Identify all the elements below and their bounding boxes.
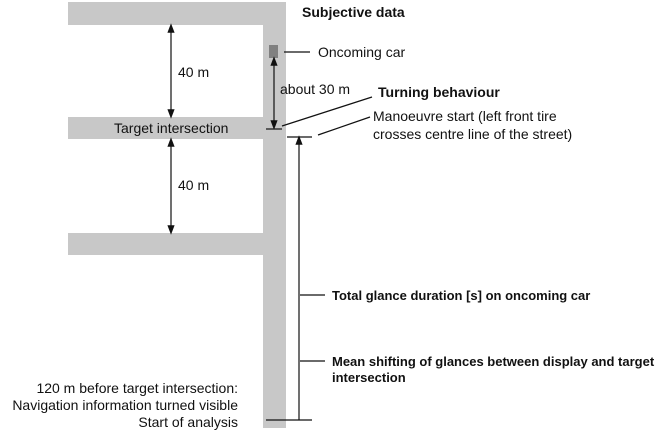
label-mean-shift-2: intersection: [332, 370, 406, 385]
road-target-intersection: [68, 117, 263, 139]
road-main: [263, 2, 286, 428]
label-manoeuvre-1: Manoeuvre start (left front tire: [373, 108, 557, 124]
start-line-3: Start of analysis: [138, 414, 238, 430]
label-manoeuvre-2: crosses centre line of the street): [373, 126, 573, 142]
label-about-30m: about 30 m: [280, 81, 351, 97]
start-line-2: Navigation information turned visible: [12, 397, 238, 413]
label-40m-bottom: 40 m: [178, 177, 210, 193]
title: Subjective data: [302, 4, 405, 20]
road-lower: [68, 233, 263, 255]
label-40m-top: 40 m: [178, 64, 210, 80]
label-total-glance: Total glance duration [s] on oncoming ca…: [332, 288, 591, 303]
label-start-analysis: 120 m before target intersection: Naviga…: [12, 380, 238, 431]
label-target-intersection: Target intersection: [114, 120, 229, 136]
start-line-1: 120 m before target intersection:: [36, 380, 238, 396]
road-top: [68, 2, 286, 25]
oncoming-car-icon: [269, 45, 278, 58]
label-turning-behaviour: Turning behaviour: [378, 84, 500, 100]
label-mean-shift-1: Mean shifting of glances between display…: [332, 354, 655, 369]
label-oncoming-car: Oncoming car: [318, 44, 406, 60]
